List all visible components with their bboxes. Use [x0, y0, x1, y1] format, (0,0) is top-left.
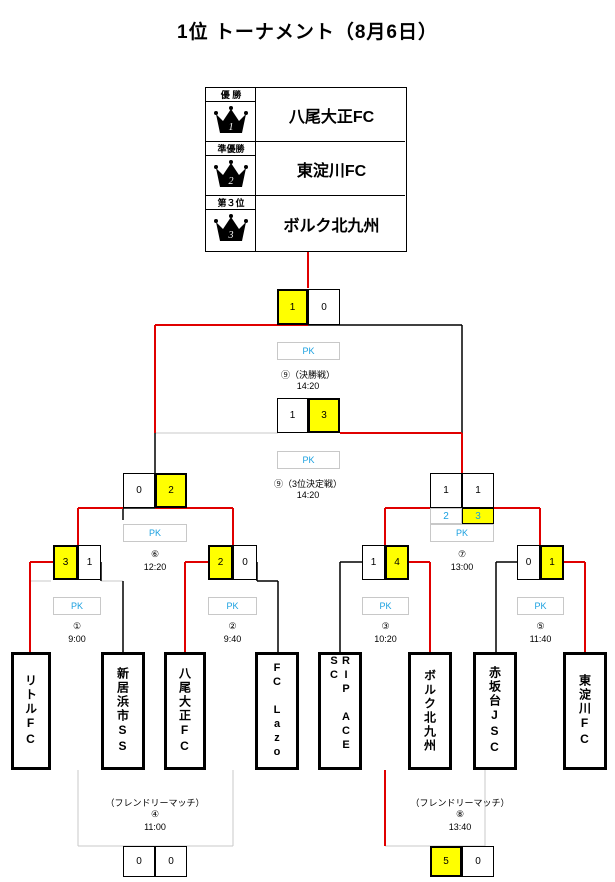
result-team: 東淀川FC [296, 162, 367, 180]
third-label: ⑨（3位決定戦） [273, 479, 342, 489]
m2-num: ② [228, 621, 237, 631]
crown-icon: 2 [214, 160, 248, 187]
result-row-third: 第３位 3 ボルク北九州 [206, 196, 405, 251]
crown-icon: 3 [214, 214, 248, 241]
m1-score-right: 1 [78, 545, 101, 580]
f8-num: ⑧ [455, 809, 465, 819]
result-row-winner: 優 勝 1 八尾大正FC [206, 88, 405, 142]
m5-num: ⑤ [536, 621, 545, 631]
third-score-left: 1 [277, 398, 308, 433]
final-time: 14:20 [296, 381, 320, 391]
result-team: ボルク北九州 [283, 217, 380, 235]
result-label: 優 勝 [206, 88, 256, 102]
f8-label: （フレンドリーマッチ） [410, 798, 510, 808]
pk-box [208, 597, 257, 615]
pk-label: PK [70, 601, 83, 611]
f4-label: （フレンドリーマッチ） [105, 798, 205, 808]
m3-time: 10:20 [374, 634, 397, 644]
pk-label: PK [226, 601, 239, 611]
m3-num: ③ [381, 621, 390, 631]
m7-score-right: 1 [462, 473, 494, 508]
pk-box [430, 524, 494, 542]
pk-box [277, 342, 340, 360]
pk-label: PK [148, 528, 161, 538]
m5-score-left: 0 [517, 545, 540, 580]
m5-time: 11:40 [529, 634, 552, 644]
m7-pk-left: 2 [430, 508, 462, 524]
m1-num: ① [72, 621, 82, 631]
final-score-right: 0 [308, 289, 340, 325]
team-box: FC Lazo [255, 652, 299, 770]
result-label: 第３位 [206, 196, 256, 210]
result-label: 準優勝 [206, 142, 256, 156]
m7-score-left: 1 [430, 473, 462, 508]
pk-label: PK [302, 346, 315, 356]
m6-num: ⑥ [150, 549, 160, 559]
f8-time: 13:40 [448, 822, 472, 832]
pk-label: PK [455, 528, 468, 538]
f4-score-right: 0 [155, 846, 187, 877]
pk-box [517, 597, 564, 615]
team-box: 新居浜市SS [101, 652, 145, 770]
team-box: 八尾大正FC [164, 652, 206, 770]
team-box: RIP ACE SC [318, 652, 362, 770]
m6-time: 12:20 [143, 562, 167, 572]
f4-score-left: 0 [123, 846, 155, 877]
m1-score-left: 3 [53, 545, 78, 580]
m6-score-left: 0 [123, 473, 155, 508]
team-box: リトルFC [11, 652, 51, 770]
pk-box [123, 524, 187, 542]
pk-label: PK [379, 601, 392, 611]
team-box: 東淀川FC [563, 652, 607, 770]
third-score-right: 3 [308, 398, 340, 433]
m7-pk-right: 3 [462, 508, 494, 524]
m2-score-left: 2 [208, 545, 233, 580]
m2-score-right: 0 [233, 545, 257, 580]
pk-label: PK [534, 601, 547, 611]
f8-score-left: 5 [430, 846, 462, 877]
result-row-runnerup: 準優勝 2 東淀川FC [206, 142, 405, 196]
f8-score-right: 0 [462, 846, 494, 877]
rank-number: 2 [229, 176, 234, 187]
rank-number: 1 [229, 122, 234, 133]
team-box: 赤坂台JSC [473, 652, 517, 770]
m6-score-right: 2 [155, 473, 187, 508]
result-team: 八尾大正FC [288, 108, 375, 126]
third-time: 14:20 [296, 490, 320, 500]
crown-icon: 1 [214, 106, 248, 133]
rank-number: 3 [228, 230, 234, 241]
m3-score-left: 1 [362, 545, 385, 580]
f4-num: ④ [150, 809, 160, 819]
m7-num: ⑦ [457, 549, 467, 559]
page-title: 1位 トーナメント（8月6日） [177, 22, 438, 43]
m2-time: 9:40 [223, 634, 242, 644]
pk-box [362, 597, 409, 615]
f4-time: 11:00 [144, 822, 166, 832]
m5-score-right: 1 [540, 545, 564, 580]
pk-label: PK [302, 455, 315, 465]
pk-box [277, 451, 340, 469]
pk-box [53, 597, 101, 615]
team-box: ボルク北九州 [408, 652, 452, 770]
final-score-left: 1 [277, 289, 308, 325]
results-table: 優 勝 1 八尾大正FC 準優勝 2 東淀川FC 第３位 3 [205, 87, 407, 252]
m3-score-right: 4 [385, 545, 409, 580]
m1-time: 9:00 [68, 634, 86, 644]
final-label: ⑨（決勝戦） [280, 370, 335, 380]
m7-time: 13:00 [450, 562, 474, 572]
